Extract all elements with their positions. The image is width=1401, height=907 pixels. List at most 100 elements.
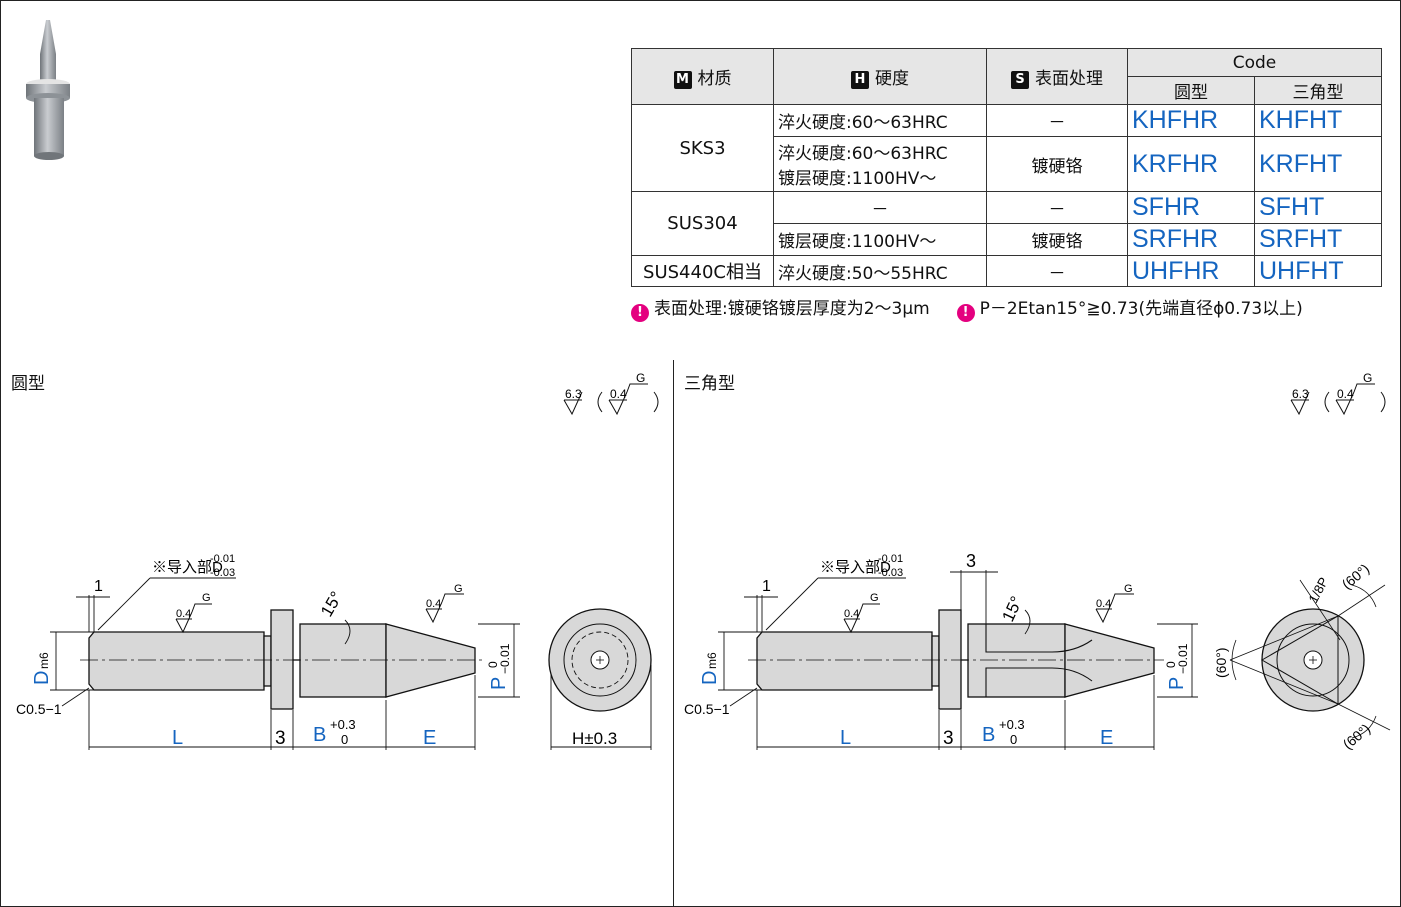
d-fit: m6 <box>37 652 51 669</box>
product-image <box>26 20 70 160</box>
p-tol-lower: −0.01 <box>498 643 512 674</box>
code-triangle[interactable]: KHFHT <box>1254 104 1382 137</box>
header-code: Code <box>1127 48 1382 77</box>
dim-1: 1 <box>94 578 103 595</box>
rough-g-part: G <box>870 592 879 604</box>
drawing-round: 6.3 0.4 G 0.4 G 0.4 G ※导入部D -0.01 <box>16 371 659 750</box>
p-tol-upper: 0 <box>486 661 500 668</box>
lead-tol-lower: -0.03 <box>210 567 235 579</box>
rough-sub-part: 0.4 <box>844 608 859 620</box>
note-tip: P－2Etan15°≧0.73(先端直径ϕ0.73以上) <box>979 299 1303 319</box>
lead-note: ※导入部D <box>152 559 223 576</box>
rough-g: G <box>1363 371 1372 385</box>
angle-60-left: (60°) <box>1213 648 1229 679</box>
b-label: B <box>982 724 995 746</box>
material-cell: SUS440C相当 <box>631 255 774 287</box>
attention-icon: ! <box>631 304 649 322</box>
rough-sub-tip: 0.4 <box>426 598 441 610</box>
angle-label: 15° <box>998 593 1026 624</box>
surface-cell: 镀硬铬 <box>986 223 1128 256</box>
surface-cell: 镀硬铬 <box>986 136 1128 192</box>
header-round: 圆型 <box>1127 76 1255 105</box>
end-view-triangle <box>1229 579 1391 739</box>
end-view <box>548 608 652 712</box>
rough-g-tip: G <box>1124 583 1133 595</box>
rough-sub: 0.4 <box>1337 387 1354 401</box>
e-label: E <box>1100 727 1113 749</box>
d-label: D <box>699 671 721 685</box>
dim-3-top: 3 <box>966 551 976 571</box>
badge-m: M <box>673 71 692 89</box>
lead-tol-lower: -0.03 <box>878 567 903 579</box>
hardness-cell: 淬火硬度:60～63HRC <box>773 104 987 137</box>
e-label: E <box>423 727 436 749</box>
rough-g: G <box>636 371 645 385</box>
notes-line: !表面处理:镀硬铬镀层厚度为2～3μm !P－2Etan15°≧0.73(先端直… <box>631 294 1303 322</box>
h-label: H±0.3 <box>572 729 617 748</box>
rough-sub: 0.4 <box>610 387 627 401</box>
lead-note: ※导入部D <box>820 559 891 576</box>
l-label: L <box>172 727 183 749</box>
rough-main: 6.3 <box>565 387 582 401</box>
p-tol-lower: −0.01 <box>1176 643 1190 674</box>
dim-3: 3 <box>943 728 954 749</box>
roughness-symbol <box>563 383 659 416</box>
code-round[interactable]: SRFHR <box>1127 223 1255 256</box>
table-row: SUS304 － － SFHR SFHT <box>631 191 1382 256</box>
badge-h: H <box>851 71 869 89</box>
d-fit: m6 <box>705 652 719 669</box>
angle-60-bottom: (60°) <box>1340 720 1374 752</box>
code-round[interactable]: UHFHR <box>1127 255 1255 287</box>
code-triangle[interactable]: KRFHT <box>1254 136 1382 192</box>
b-tol-upper: +0.3 <box>999 717 1025 732</box>
rough-g-part: G <box>202 592 211 604</box>
code-round[interactable]: KRFHR <box>1127 136 1255 192</box>
lead-tol-upper: -0.01 <box>210 553 235 565</box>
l-label: L <box>840 727 851 749</box>
p-tol-upper: 0 <box>1164 661 1178 668</box>
code-round[interactable]: SFHR <box>1127 191 1255 224</box>
rough-main: 6.3 <box>1292 387 1309 401</box>
chamfer-label: C0.5−1 <box>684 701 730 717</box>
b-tol-upper: +0.3 <box>330 717 356 732</box>
code-triangle[interactable]: SRFHT <box>1254 223 1382 256</box>
pin-body <box>88 609 476 710</box>
d-label: D <box>31 671 53 685</box>
drawing-triangle: 6.3 0.4 G 0.4 G 0.4 G ※导入部D -0. <box>684 371 1391 752</box>
b-tol-lower: 0 <box>341 732 348 747</box>
dim-1: 1 <box>762 578 771 595</box>
code-triangle[interactable]: SFHT <box>1254 191 1382 224</box>
section-title-triangle: 三角型 <box>684 374 735 394</box>
rough-sub-tip: 0.4 <box>1096 598 1111 610</box>
section-divider <box>673 360 674 907</box>
material-cell: SKS3 <box>631 104 774 192</box>
angle-label: 15° <box>317 588 346 620</box>
pin-body <box>756 609 1155 710</box>
table-row: SUS440C相当 淬火硬度:50～55HRC － UHFHR UHFHT <box>631 255 1382 287</box>
header-triangle: 三角型 <box>1254 76 1382 105</box>
chamfer-label: C0.5−1 <box>16 701 62 717</box>
p-label: P <box>1166 677 1188 690</box>
hardness-cell: － <box>773 191 987 224</box>
table-row: 镀层硬度:1100HV～ 镀硬铬 SRFHR SRFHT <box>632 223 1382 256</box>
p-label: P <box>488 677 510 690</box>
p-eighth-label: 1/8P <box>1305 575 1331 606</box>
badge-s: S <box>1011 71 1029 89</box>
rough-g-tip: G <box>454 583 463 595</box>
surface-cell: － <box>986 255 1128 287</box>
code-round[interactable]: KHFHR <box>1127 104 1255 137</box>
table-row: SKS3 淬火硬度:60～63HRC － KHFHR KHFHT <box>631 104 1382 192</box>
angle-60-top: (60°) <box>1339 560 1373 592</box>
dim-3: 3 <box>275 728 286 749</box>
b-label: B <box>313 724 326 746</box>
code-triangle[interactable]: UHFHT <box>1254 255 1382 287</box>
b-tol-lower: 0 <box>1010 732 1017 747</box>
hardness-cell: 淬火硬度:50～55HRC <box>773 255 987 287</box>
lead-tol-upper: -0.01 <box>878 553 903 565</box>
